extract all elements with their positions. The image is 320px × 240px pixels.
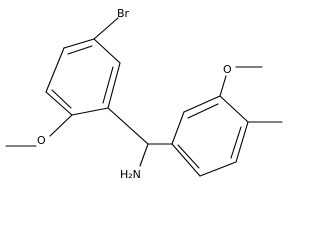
bond xyxy=(45,91,73,116)
bond xyxy=(63,38,95,49)
double-bond-inner xyxy=(51,89,72,109)
double-bond-inner xyxy=(177,144,200,169)
oxygen-right-label: O xyxy=(223,63,232,76)
double-bond-inner xyxy=(67,45,93,55)
bond xyxy=(199,161,237,177)
bromine-label: Br xyxy=(117,7,130,20)
left-benzene-ring xyxy=(45,38,121,116)
oxygen-left-label: O xyxy=(37,134,46,147)
bond-ring-to-ch xyxy=(107,107,149,145)
bond xyxy=(107,62,121,109)
bond xyxy=(183,95,221,113)
bond xyxy=(171,111,185,145)
bond xyxy=(71,107,109,116)
double-bond-inner xyxy=(187,103,219,119)
double-bond-inner xyxy=(102,66,114,104)
bond xyxy=(93,38,121,64)
bond xyxy=(219,95,249,123)
bond-to-oxygen-right xyxy=(219,75,227,97)
double-bond-inner xyxy=(230,126,242,159)
bond-to-bromine xyxy=(93,17,119,40)
bond xyxy=(45,47,65,93)
bond xyxy=(171,143,201,177)
structure-diagram: Br O H₂N O xyxy=(5,7,283,181)
bond xyxy=(235,121,249,163)
molecule-canvas: Br O H₂N O xyxy=(5,7,283,181)
amine-label: H₂N xyxy=(120,168,141,181)
right-benzene-ring xyxy=(171,95,249,177)
bond-to-oxygen-left xyxy=(49,114,73,137)
bond-ch-to-amine xyxy=(139,143,149,167)
